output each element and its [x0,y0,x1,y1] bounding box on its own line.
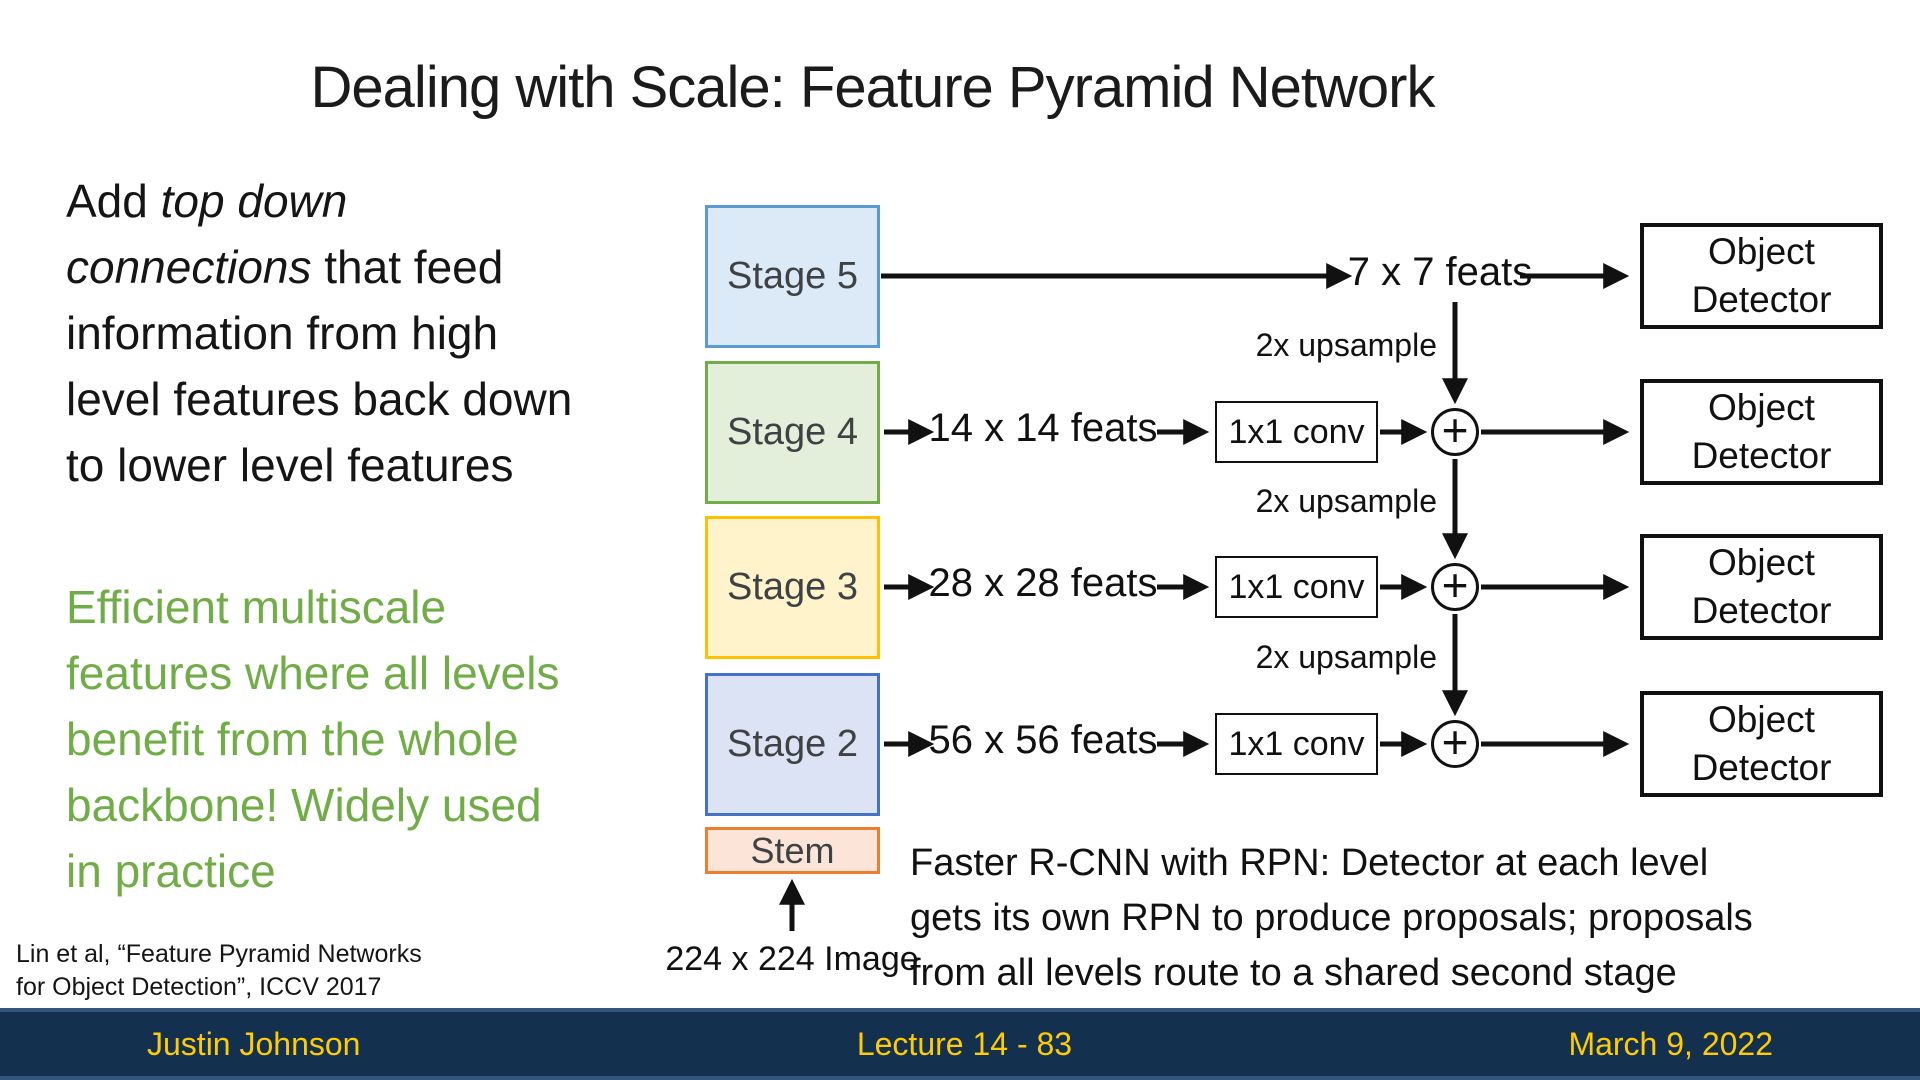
object-detector-box-2: Object Detector [1640,379,1883,485]
conv1x1-box-stage3: 1x1 conv [1215,556,1378,618]
object-detector-box-1: Object Detector [1640,223,1883,329]
upsample-label-3: 2x upsample [1255,639,1437,675]
footer-date: March 9, 2022 [1568,1025,1773,1062]
conv1x1-box-stage4: 1x1 conv [1215,401,1378,463]
stage5-label: Stage 5 [727,255,858,297]
footer-author: Justin Johnson [147,1025,361,1062]
feats-56x56-label: 56 x 56 feats [928,718,1158,762]
sum-icon-stage4: + [1431,404,1479,456]
stem-label: Stem [750,829,835,871]
object-detector-box-3: Object Detector [1640,534,1883,640]
stem-box: Stem [705,827,880,874]
sum-icon-stage2: + [1431,716,1479,768]
footer-bar: Justin Johnson Lecture 14 - 83 March 9, … [0,1008,1920,1080]
input-image-label: 224 x 224 Image [665,940,919,978]
stage2-label: Stage 2 [727,723,858,765]
feats-28x28-label: 28 x 28 feats [928,561,1158,605]
faster-rcnn-note: Faster R-CNN with RPN: Detector at each … [910,842,1753,994]
stage4-box: Stage 4 [705,361,880,504]
sum-icon-stage3: + [1431,559,1479,611]
upsample-label-2: 2x upsample [1255,483,1437,519]
stage5-box: Stage 5 [705,205,880,348]
object-detector-box-4: Object Detector [1640,691,1883,797]
conv1x1-box-stage2: 1x1 conv [1215,713,1378,775]
page-title: Dealing with Scale: Feature Pyramid Netw… [310,55,1436,120]
feats-7x7-label: 7 x 7 feats [1347,250,1533,294]
stage4-label: Stage 4 [727,411,858,453]
upsample-label-1: 2x upsample [1255,327,1437,363]
stage3-box: Stage 3 [705,516,880,659]
stage2-box: Stage 2 [705,673,880,816]
feats-14x14-label: 14 x 14 feats [928,406,1158,450]
footer-lecture-page: Lecture 14 - 83 [856,1025,1073,1062]
stage3-label: Stage 3 [727,566,858,608]
